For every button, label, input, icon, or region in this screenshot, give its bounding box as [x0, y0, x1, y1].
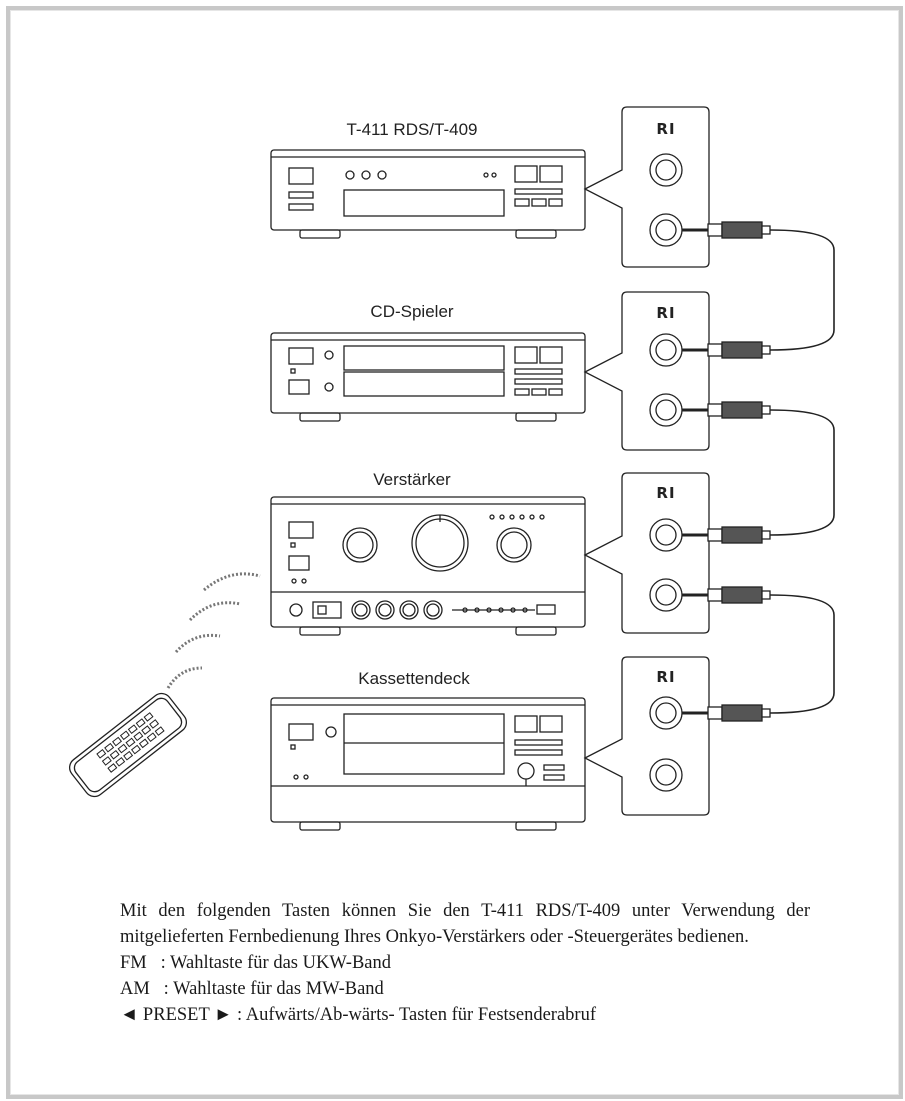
- ri-panel-cd: RI: [583, 291, 710, 451]
- ri-logo: RI: [656, 484, 675, 502]
- ri-logo: RI: [656, 120, 675, 138]
- tuner-unit: [270, 149, 586, 239]
- amplifier-unit: [270, 496, 586, 636]
- instructions-text: Mit den folgenden Tasten können Sie den …: [120, 898, 810, 1028]
- page-frame: [6, 6, 903, 1099]
- ri-logo: RI: [656, 668, 675, 686]
- preset-key-line: ◄ PRESET ► : Aufwärts/Ab-wärts- Tasten f…: [120, 1005, 596, 1025]
- remote-control-icon: [68, 692, 188, 798]
- amp-label: Verstärker: [373, 470, 451, 489]
- ri-panel-deck: RI: [583, 656, 710, 816]
- tuner-label: T-411 RDS/T-409: [346, 120, 477, 139]
- ir-signal-waves: [166, 572, 261, 689]
- cd-label: CD-Spieler: [370, 302, 453, 321]
- ri-panel-amp: RI: [583, 472, 710, 634]
- fm-key-line: FM : Wahltaste für das UKW-Band: [120, 953, 392, 973]
- ri-plugs: [682, 221, 771, 722]
- deck-label: Kassettendeck: [358, 669, 470, 688]
- intro-paragraph: Mit den folgenden Tasten können Sie den …: [120, 901, 810, 947]
- ri-logo: RI: [656, 304, 675, 322]
- ri-panel-tuner: RI: [583, 106, 710, 268]
- am-key-line: AM : Wahltaste für das MW-Band: [120, 979, 384, 999]
- cd-player-unit: [270, 332, 586, 422]
- ri-cables: [769, 229, 835, 714]
- cassette-deck-unit: [270, 697, 586, 831]
